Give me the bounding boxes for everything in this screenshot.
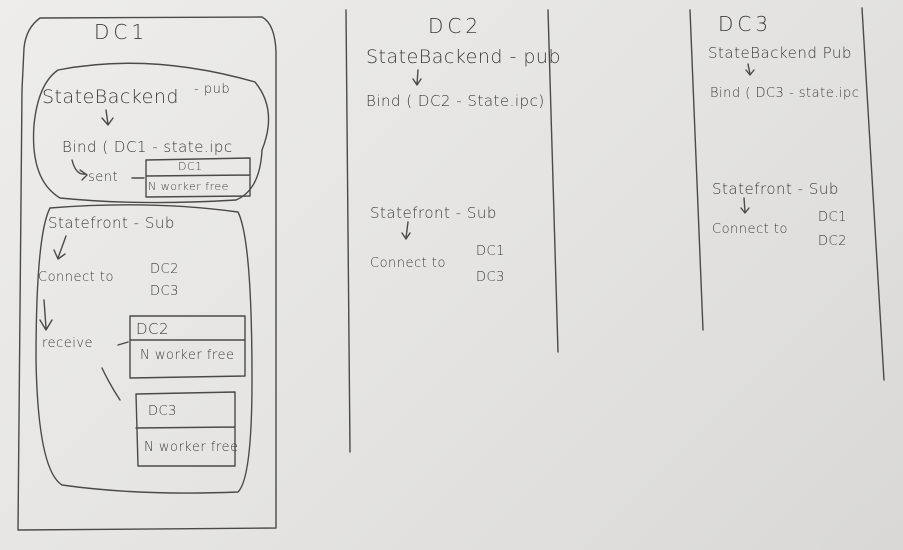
dc3-target-1: DC1 (818, 210, 847, 225)
dc3-backend-label: StateBackend Pub (708, 44, 852, 62)
dc3-connect-label: Connect to (712, 222, 788, 237)
dc1-recv-box1-dc: DC2 (136, 320, 170, 338)
dc1-sent-box-body: N worker free (148, 180, 229, 193)
dc3-column-outline (689, 7, 885, 381)
dc1-target-1: DC2 (150, 262, 179, 277)
dc3-title: DC3 (718, 12, 773, 36)
dc1-frontend-label: Statefront - Sub (48, 214, 175, 232)
dc2-title: DC2 (428, 14, 483, 38)
dc1-sent-label: sent (88, 170, 119, 185)
dc1-backend-outline (32, 62, 270, 204)
dc1-recv-box2-dc: DC3 (148, 404, 177, 419)
dc1-sent-message-box (145, 157, 251, 198)
dc1-recv-box1-body: N worker free (140, 348, 235, 363)
dc2-frontend-label: Statefront - Sub (370, 204, 497, 222)
dc1-receive-label: receive (42, 336, 94, 351)
dc1-backend-suffix: - pub (194, 82, 231, 97)
dc1-target-2: DC3 (150, 284, 179, 299)
dc1-link-receive-box1 (117, 341, 129, 346)
dc1-arrow-front-to-connect (53, 235, 67, 260)
dc2-connect-label: Connect to (370, 256, 446, 271)
dc3-target-2: DC2 (818, 234, 847, 249)
dc1-sent-box-dc: DC1 (178, 160, 203, 173)
dc1-arrow-connect-to-receive (39, 299, 53, 331)
dc3-arrow-backend-to-bind (745, 63, 755, 76)
dc1-backend-label: StateBackend (42, 86, 179, 108)
dc1-arrow-backend-to-bind (101, 109, 114, 126)
dc1-link-receive-box2 (101, 367, 121, 401)
dc2-arrow-front-to-connect (401, 221, 411, 240)
dc2-target-2: DC3 (476, 270, 505, 285)
dc2-arrow-backend-to-bind (412, 69, 422, 86)
dc1-title: DC1 (94, 20, 149, 44)
dc1-frontend-outline (35, 204, 253, 494)
dc1-receive-box-dc2 (129, 315, 246, 379)
dc1-receive-box-dc3 (135, 391, 236, 467)
dc1-connect-label: Connect to (38, 270, 114, 285)
dc1-arrow-bind-to-sent (71, 159, 88, 181)
dc2-bind-label: Bind ( DC2 - State.ipc) (366, 92, 545, 110)
dc1-recv-box2-body: N worker free (144, 440, 239, 455)
dc1-bind-label: Bind ( DC1 - state.ipc (62, 138, 233, 156)
dc2-backend-label: StateBackend - pub (366, 46, 562, 68)
dc3-arrow-front-to-connect (740, 197, 750, 214)
dc3-bind-label: Bind ( DC3 - state.ipc (710, 86, 860, 101)
dc3-frontend-label: Statefront - Sub (712, 180, 839, 198)
dc2-target-1: DC1 (476, 244, 505, 259)
dc2-column-outline (345, 9, 559, 453)
dc1-column-outline (17, 16, 277, 531)
